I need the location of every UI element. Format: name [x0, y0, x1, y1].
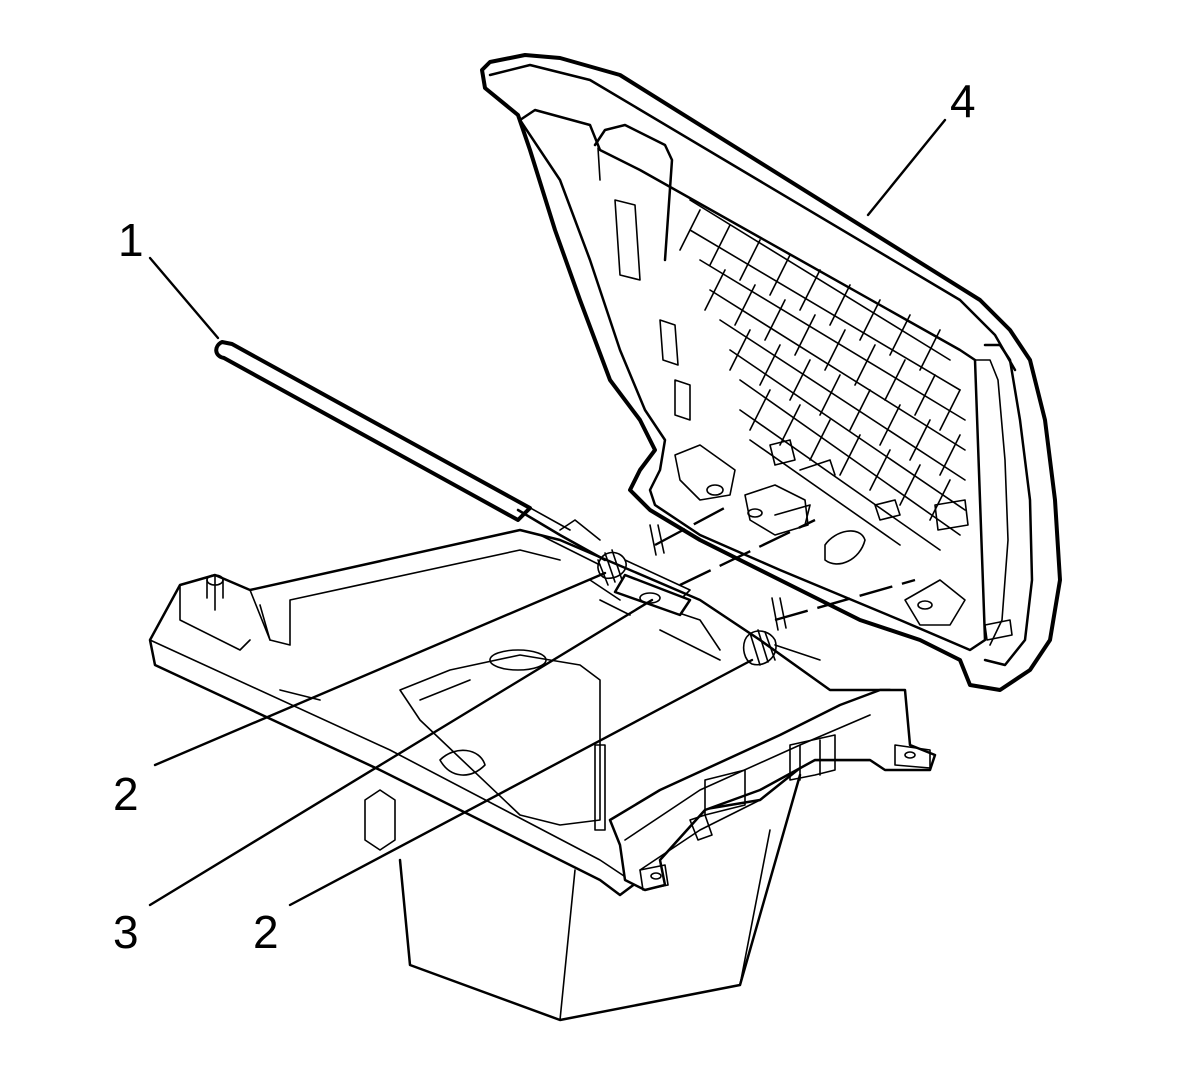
- callout-1: 1: [118, 214, 144, 266]
- alignment-lines: [654, 503, 916, 622]
- storage-bin: [398, 773, 802, 1022]
- leader-1: [148, 256, 220, 340]
- callout-2-right: 2: [253, 906, 279, 958]
- leader-2a: [153, 571, 607, 767]
- leader-2b: [288, 658, 754, 907]
- callout-3: 3: [113, 906, 139, 958]
- honeycomb-grid: [679, 199, 966, 551]
- callout-2-left: 2: [113, 768, 139, 820]
- callout-labels: 1 2 3 2 4: [113, 75, 976, 958]
- leader-4: [866, 118, 947, 217]
- support-rod: [214, 340, 607, 562]
- hinge-pin-center: [613, 573, 692, 617]
- lid-panel: [480, 53, 1062, 692]
- latch-assembly: [608, 688, 937, 892]
- hinge-spring-right: [742, 597, 821, 666]
- leader-3: [148, 598, 654, 907]
- callout-4: 4: [950, 75, 976, 127]
- leader-lines: [148, 118, 947, 907]
